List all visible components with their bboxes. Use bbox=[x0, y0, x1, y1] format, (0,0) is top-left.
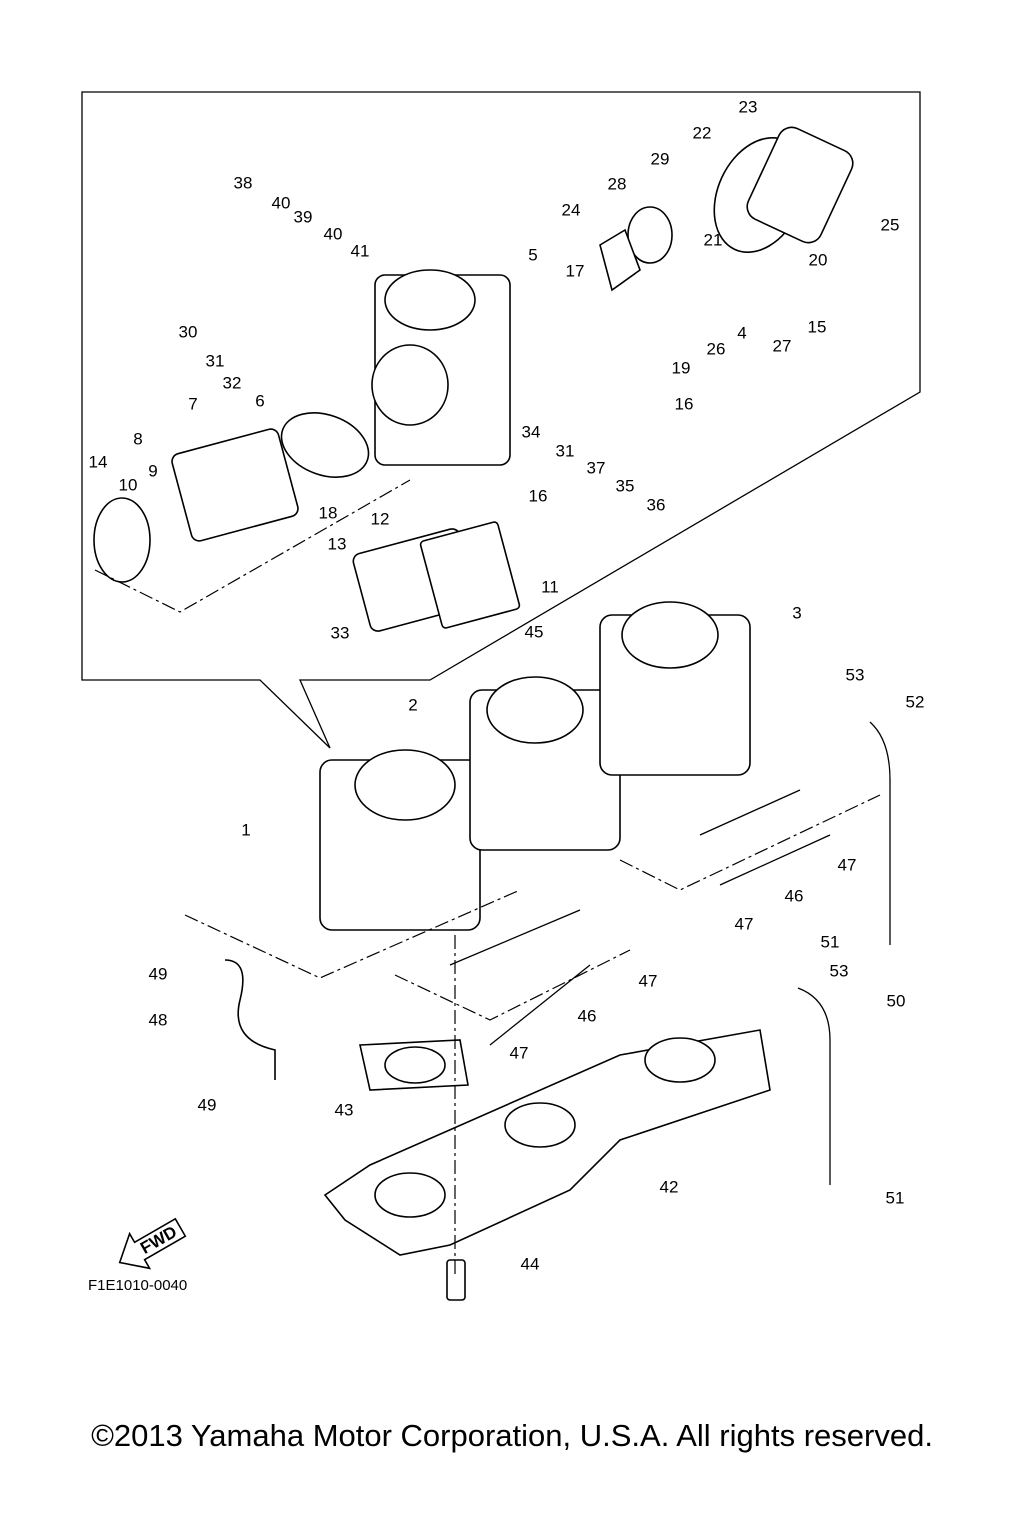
callout-41: 41 bbox=[351, 241, 370, 260]
callout-49: 49 bbox=[149, 964, 168, 983]
callout-40: 40 bbox=[324, 224, 343, 243]
callout-16: 16 bbox=[529, 486, 548, 505]
callout-53: 53 bbox=[846, 665, 865, 684]
callout-10: 10 bbox=[119, 475, 138, 494]
callout-51: 51 bbox=[821, 932, 840, 951]
callout-46: 46 bbox=[785, 886, 804, 905]
callout-17: 17 bbox=[566, 261, 585, 280]
callout-19: 19 bbox=[672, 358, 691, 377]
callout-47: 47 bbox=[510, 1043, 529, 1062]
callout-16: 16 bbox=[675, 394, 694, 413]
callout-24: 24 bbox=[562, 200, 581, 219]
callout-47: 47 bbox=[838, 855, 857, 874]
callout-1: 1 bbox=[241, 820, 250, 839]
callout-38: 38 bbox=[234, 173, 253, 192]
hoses bbox=[224, 721, 891, 1185]
carburetor-detail bbox=[93, 126, 854, 632]
callout-12: 12 bbox=[371, 509, 390, 528]
callout-32: 32 bbox=[223, 373, 242, 392]
figure-code: F1E1010-0040 bbox=[88, 1277, 187, 1294]
callout-47: 47 bbox=[735, 914, 754, 933]
callout-44: 44 bbox=[521, 1254, 540, 1273]
callout-30: 30 bbox=[179, 322, 198, 341]
callout-51: 51 bbox=[886, 1188, 905, 1207]
callout-18: 18 bbox=[319, 503, 338, 522]
callout-4: 4 bbox=[737, 323, 746, 342]
detail-frame bbox=[81, 91, 921, 749]
callout-26: 26 bbox=[707, 339, 726, 358]
callout-53: 53 bbox=[830, 961, 849, 980]
callout-48: 48 bbox=[149, 1010, 168, 1029]
callout-47: 47 bbox=[639, 971, 658, 990]
callout-21: 21 bbox=[704, 230, 723, 249]
callout-31: 31 bbox=[556, 441, 575, 460]
callout-5: 5 bbox=[528, 245, 537, 264]
callout-33: 33 bbox=[331, 623, 350, 642]
fwd-arrow-icon: FWD bbox=[118, 1217, 187, 1270]
callout-7: 7 bbox=[188, 394, 197, 413]
copyright-notice: ©2013 Yamaha Motor Corporation, U.S.A. A… bbox=[91, 1418, 933, 1453]
callout-15: 15 bbox=[808, 317, 827, 336]
callout-25: 25 bbox=[881, 215, 900, 234]
callout-39: 39 bbox=[294, 207, 313, 226]
callout-20: 20 bbox=[809, 250, 828, 269]
callout-52: 52 bbox=[906, 692, 925, 711]
callout-23: 23 bbox=[739, 97, 758, 116]
callout-28: 28 bbox=[608, 174, 627, 193]
callout-9: 9 bbox=[148, 461, 157, 480]
callout-6: 6 bbox=[255, 391, 264, 410]
callout-22: 22 bbox=[693, 123, 712, 142]
callout-50: 50 bbox=[887, 991, 906, 1010]
callout-3: 3 bbox=[792, 603, 801, 622]
callout-37: 37 bbox=[587, 458, 606, 477]
callout-42: 42 bbox=[660, 1177, 679, 1196]
callout-35: 35 bbox=[616, 476, 635, 495]
callout-2: 2 bbox=[408, 695, 417, 714]
callout-45: 45 bbox=[525, 622, 544, 641]
callout-40: 40 bbox=[272, 193, 291, 212]
callout-31: 31 bbox=[206, 351, 225, 370]
callout-11: 11 bbox=[541, 577, 559, 596]
callout-27: 27 bbox=[773, 336, 792, 355]
callout-46: 46 bbox=[578, 1006, 597, 1025]
callout-29: 29 bbox=[651, 149, 670, 168]
callout-36: 36 bbox=[647, 495, 666, 514]
callout-34: 34 bbox=[522, 422, 541, 441]
carburetor-assembly bbox=[319, 601, 751, 931]
callout-8: 8 bbox=[133, 429, 142, 448]
callout-43: 43 bbox=[335, 1100, 354, 1119]
fwd-label: FWD bbox=[137, 1222, 180, 1258]
callout-49: 49 bbox=[198, 1095, 217, 1114]
callout-13: 13 bbox=[328, 534, 347, 553]
callout-14: 14 bbox=[89, 452, 108, 471]
